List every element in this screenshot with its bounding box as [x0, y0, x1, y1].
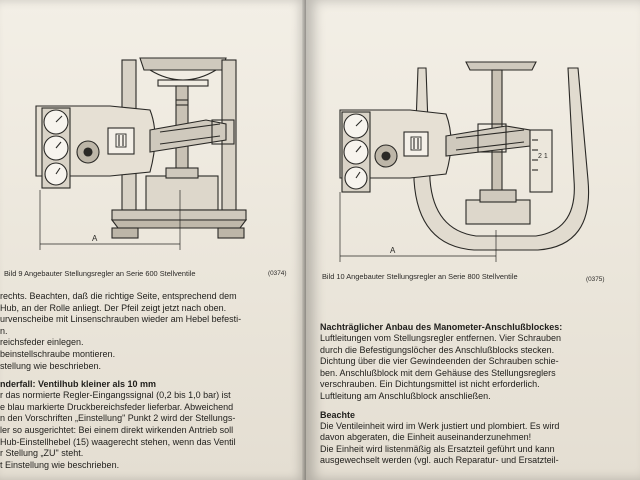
text-line: n den Vorschriften „Einstellung" Punkt 2…: [0, 413, 236, 424]
right-page: A 2 1 Bild 10 Angebauter Stellungsregler…: [306, 0, 640, 480]
text-line: davon abgeraten, die Einheit auseinander…: [320, 432, 532, 443]
text-line: Luftleitung am Anschlußblock anschließen…: [320, 390, 491, 401]
text-line: t Einstellung wie beschrieben.: [0, 459, 120, 470]
figure-10-dim-label: A: [390, 246, 396, 255]
section-heading: Beachte: [320, 409, 356, 420]
text-line: ausgewechselt werden (vgl. auch Reparatu…: [320, 455, 559, 466]
text-line: urvenscheibe mit Linsenschrauben wieder …: [0, 314, 242, 325]
text-line: Die Ventileinheit wird im Werk justiert …: [320, 420, 560, 431]
text-line: stellung wie beschrieben.: [0, 360, 102, 371]
text-line: Hub-Einstellhebel (15) waagerecht stehen…: [0, 436, 236, 447]
figure-10-drawing: A 2 1: [339, 61, 590, 262]
figure-9-code: (0374): [268, 270, 287, 277]
text-line: Dichtung über die vier Gewindeenden der …: [320, 356, 559, 367]
text-line: Luftleitungen vom Stellungsregler entfer…: [320, 333, 561, 343]
text-line: durch die Befestigungslöcher des Anschlu…: [320, 344, 555, 355]
text-line: r Stellung „ZU" steht.: [0, 448, 84, 459]
text-line: reichsfeder einlegen.: [0, 337, 84, 348]
figure-9-drawing: A: [35, 57, 248, 250]
figure-10-code: (0375): [586, 276, 605, 283]
text-line: r das normierte Regler-Eingangssignal (0…: [0, 390, 231, 401]
text-line: Hub, an der Rolle anliegt. Der Pfeil zei…: [0, 302, 227, 313]
text-line: e blau markierte Druckbereichsfeder lief…: [0, 401, 234, 412]
text-line: verschrauben. Ein Dichtungsmittel ist ni…: [320, 379, 540, 390]
figure-9-dim-label: A: [92, 234, 98, 243]
text-line: ler so ausgerichtet: Bei einem direkt wi…: [0, 424, 234, 435]
figure-10-caption: Bild 10 Angebauter Stellungsregler an Se…: [322, 272, 518, 281]
left-page: A Bild 9 Angebauter Stellungsregler an S…: [0, 0, 306, 480]
section-heading: Nachträglicher Anbau des Manometer-Ansch…: [320, 322, 563, 332]
right-text-column: Nachträglicher Anbau des Manometer-Ansch…: [320, 321, 562, 467]
text-line: rechts. Beachten, daß die richtige Seite…: [0, 291, 237, 301]
text-line: n.: [0, 325, 8, 336]
text-line: ben. Anschlußblock mit dem Gehäuse des S…: [320, 367, 556, 378]
text-line: beinstellschraube montieren.: [0, 348, 116, 359]
left-text-column: rechts. Beachten, daß die richtige Seite…: [0, 291, 241, 471]
figure-10-scale-label: 2 1: [538, 153, 548, 160]
figure-9-caption: Bild 9 Angebauter Stellungsregler an Ser…: [4, 269, 196, 278]
text-line: Die Einheit wird listenmäßig als Ersatzt…: [320, 443, 555, 454]
section-heading: nderfall: Ventilhub kleiner als 10 mm: [0, 379, 157, 390]
